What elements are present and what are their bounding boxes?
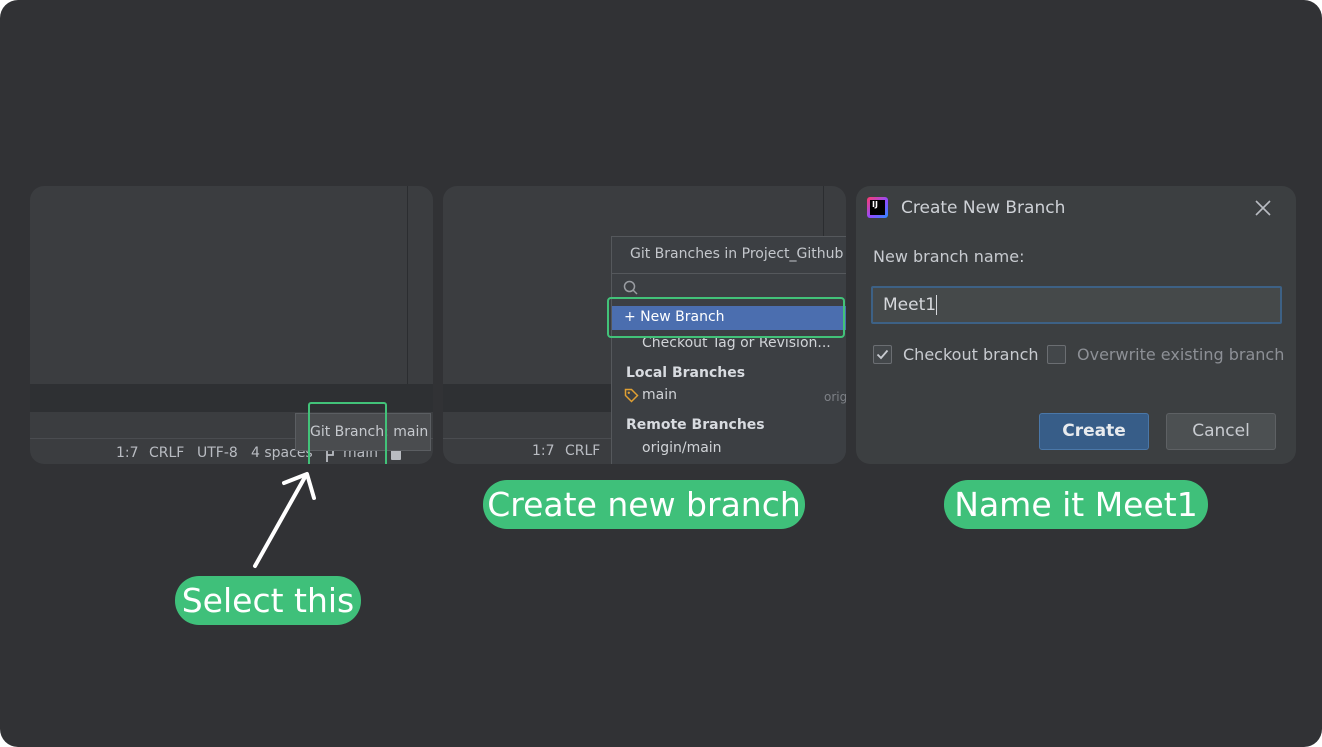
status-bar-border — [30, 438, 433, 439]
editor-divider — [823, 186, 824, 236]
dialog-title: Create New Branch — [901, 198, 1066, 218]
status-line-ending[interactable]: CRLF — [565, 443, 601, 459]
status-caret-position[interactable]: 1:7 — [532, 443, 555, 459]
remote-branch-origin-main[interactable]: origin/main — [642, 440, 722, 456]
local-branch-tracking: orig — [824, 390, 846, 404]
new-branch-item[interactable]: + New Branch — [624, 309, 725, 325]
overwrite-branch-label[interactable]: Overwrite existing branch — [1077, 345, 1285, 364]
status-encoding[interactable]: UTF-8 — [197, 445, 238, 461]
intellij-logo-icon: IJ — [867, 197, 888, 218]
close-icon[interactable] — [1253, 198, 1273, 218]
branch-name-input[interactable]: Meet1 — [871, 286, 1282, 324]
cancel-button[interactable]: Cancel — [1166, 413, 1276, 450]
local-branch-main[interactable]: main — [642, 387, 677, 403]
git-branches-panel: 1:7 CRLF Git Branches in Project_Github … — [443, 186, 846, 464]
checkout-tag-item[interactable]: Checkout Tag or Revision... — [642, 335, 831, 351]
checkout-branch-checkbox[interactable] — [873, 345, 892, 364]
create-button[interactable]: Create — [1039, 413, 1149, 450]
annotation-name-it: Name it Meet1 — [944, 480, 1208, 529]
checkout-branch-label[interactable]: Checkout branch — [903, 345, 1039, 364]
tag-icon — [624, 388, 639, 403]
annotation-select-this: Select this — [175, 576, 361, 625]
local-branches-header: Local Branches — [626, 365, 746, 381]
search-icon[interactable] — [623, 280, 639, 296]
ide-status-panel: 1:7 CRLF UTF-8 4 spaces main Git Branch:… — [30, 186, 433, 464]
status-line-ending[interactable]: CRLF — [149, 445, 185, 461]
highlight-git-branch — [308, 402, 387, 464]
remote-branches-header: Remote Branches — [626, 417, 765, 433]
tool-window-strip — [30, 384, 433, 412]
git-branch-tooltip: Git Branch: main — [295, 413, 431, 451]
checkmark-icon — [876, 349, 889, 360]
highlight-new-branch — [607, 297, 845, 338]
lock-icon[interactable] — [391, 450, 401, 460]
tool-window-strip — [443, 384, 613, 412]
popup-divider — [612, 273, 846, 274]
annotation-create-new-branch: Create new branch — [483, 480, 805, 529]
create-branch-dialog: IJ Create New Branch New branch name: Me… — [856, 186, 1296, 464]
text-caret — [936, 295, 938, 315]
overwrite-branch-checkbox[interactable] — [1047, 345, 1066, 364]
status-bar-border — [443, 438, 613, 439]
git-branches-popup: Git Branches in Project_Github + New Bra… — [611, 236, 846, 464]
branch-name-label: New branch name: — [873, 247, 1025, 266]
popup-title: Git Branches in Project_Github — [630, 246, 844, 262]
new-branch-row[interactable]: + New Branch — [612, 306, 846, 330]
branch-name-value: Meet1 — [883, 295, 937, 315]
pointer-arrow-icon — [253, 472, 316, 568]
status-caret-position[interactable]: 1:7 — [116, 445, 139, 461]
editor-divider — [407, 186, 408, 386]
